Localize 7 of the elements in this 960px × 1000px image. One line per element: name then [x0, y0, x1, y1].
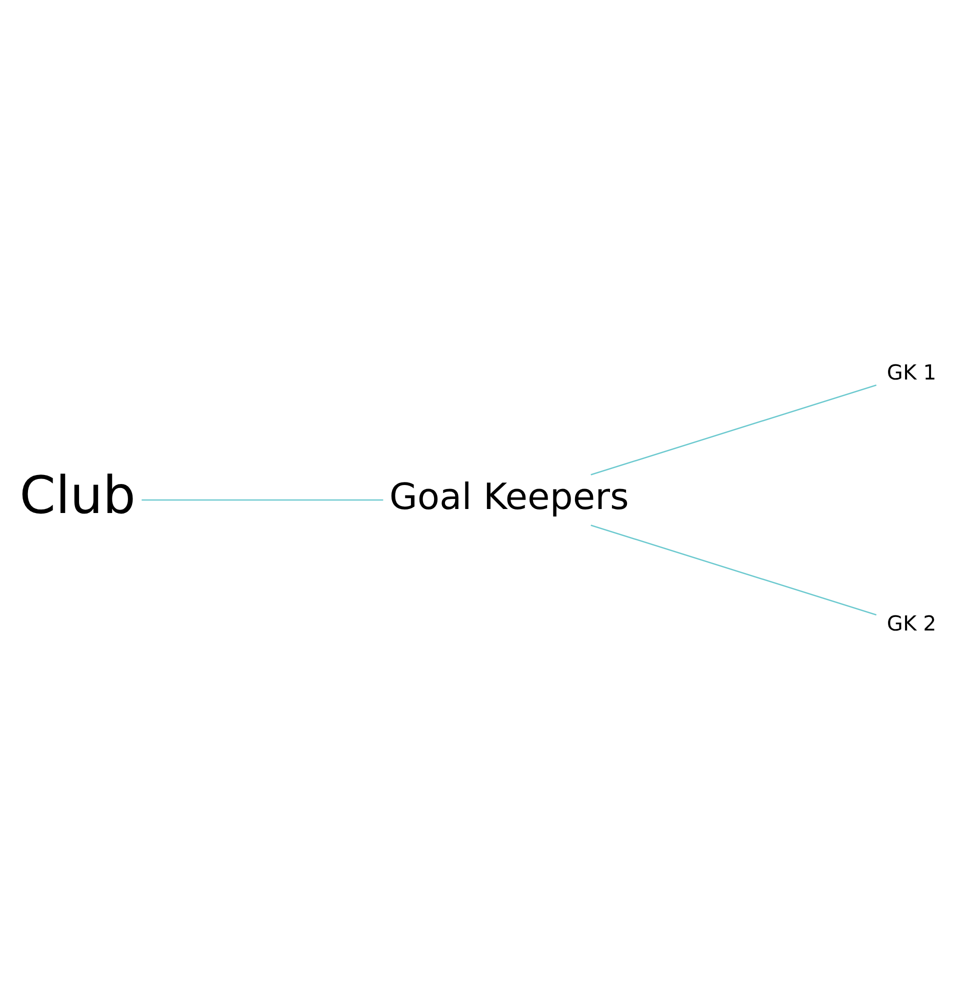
connector	[590, 384, 876, 476]
node-text: GK 2	[886, 611, 936, 636]
node-text: Goal Keepers	[389, 474, 629, 518]
node-text: GK 1	[886, 360, 936, 384]
connector	[142, 499, 384, 501]
connector	[590, 524, 876, 616]
node-text: Club	[19, 466, 136, 526]
